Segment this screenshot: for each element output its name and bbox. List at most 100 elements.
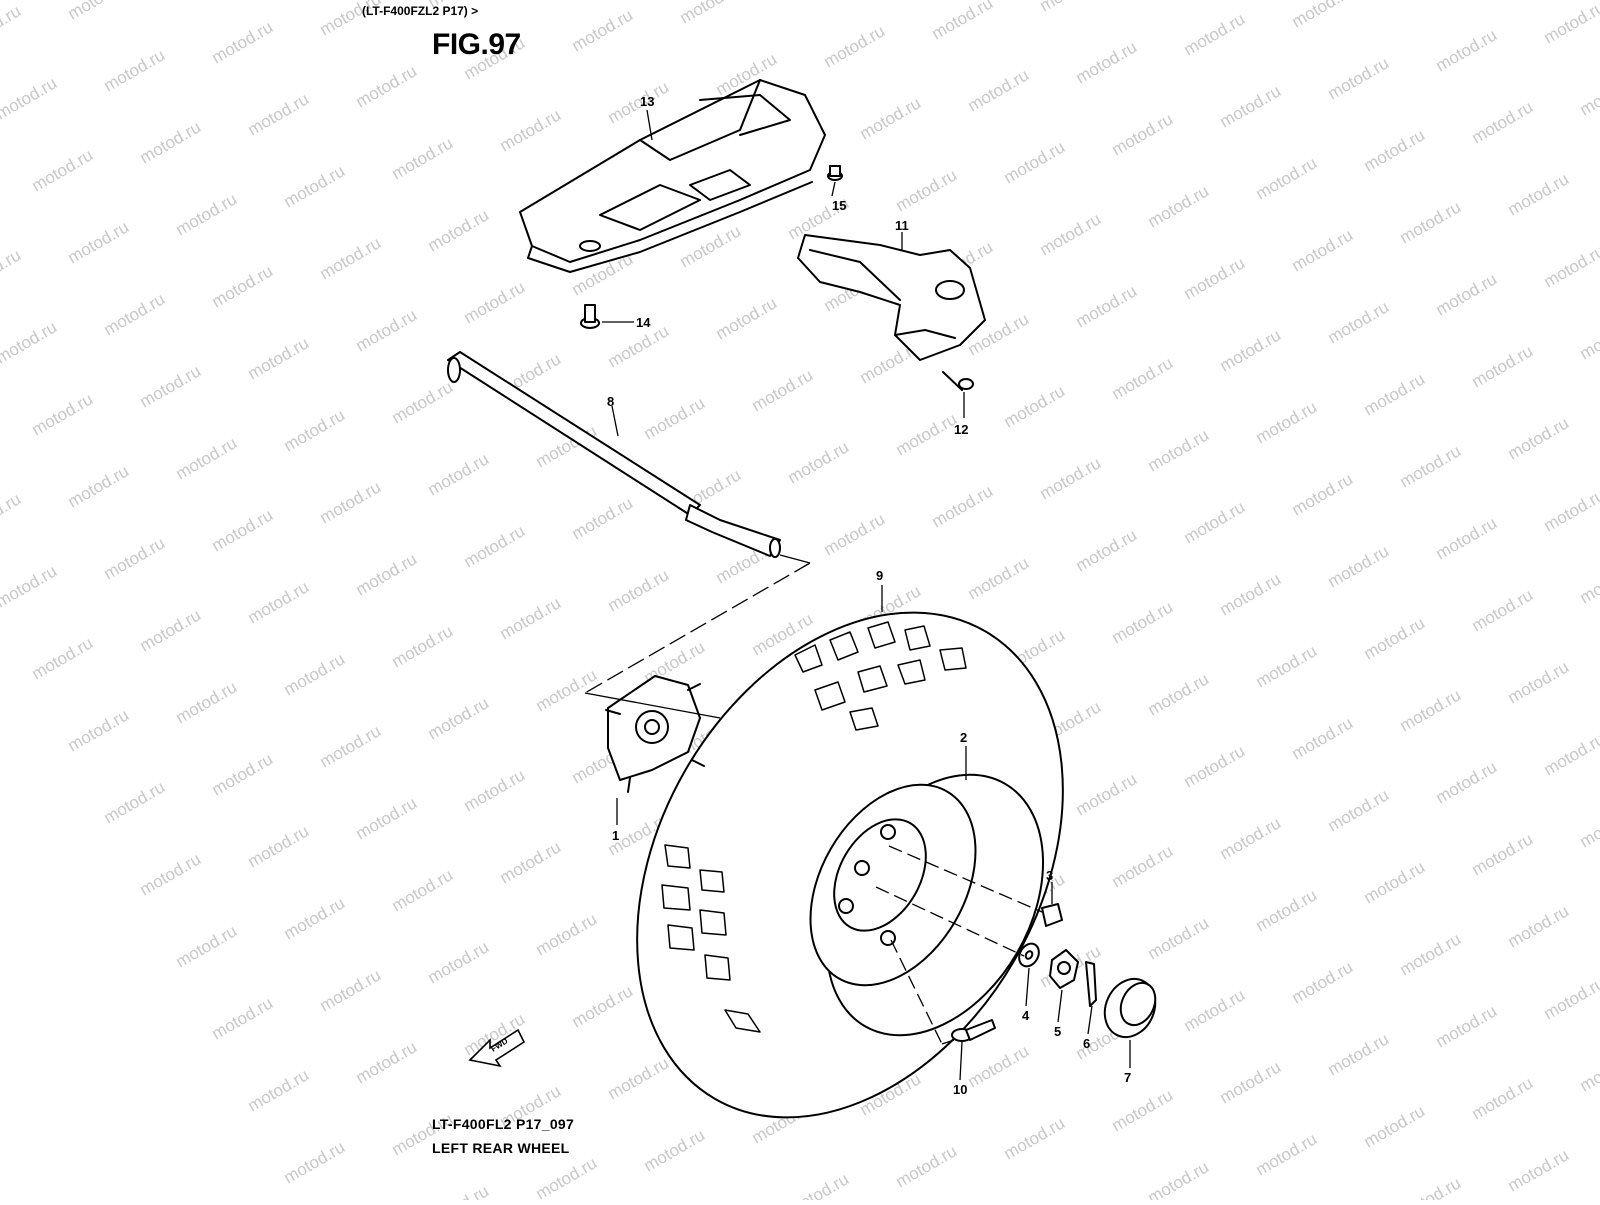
watermark-text: motod.ru xyxy=(1217,569,1285,619)
watermark-text: motod.ru xyxy=(1397,441,1465,491)
watermark-text: motod.ru xyxy=(353,793,421,843)
watermark-text: motod.ru xyxy=(1325,541,1393,591)
watermark-text: motod.ru xyxy=(1361,369,1429,419)
watermark-text: motod.ru xyxy=(1325,785,1393,835)
watermark-text: motod.ru xyxy=(425,693,493,743)
watermark-text: motod.ru xyxy=(389,377,457,427)
cotter-pin-part xyxy=(1086,962,1096,1006)
watermark-text: motod.ru xyxy=(1145,1157,1213,1200)
watermark-text: motod.ru xyxy=(1073,281,1141,331)
watermark-text: motod.ru xyxy=(1541,973,1600,1023)
watermark-text: motod.ru xyxy=(1289,713,1357,763)
watermark-text: motod.ru xyxy=(1505,657,1573,707)
callout-5: 5 xyxy=(1054,1024,1061,1039)
watermark-text: motod.ru xyxy=(1397,0,1465,3)
watermark-text: motod.ru xyxy=(1289,469,1357,519)
watermark-text: motod.ru xyxy=(1505,413,1573,463)
watermark-text: motod.ru xyxy=(1469,829,1537,879)
watermark-text: motod.ru xyxy=(1433,269,1501,319)
watermark-text: motod.ru xyxy=(317,477,385,527)
figure-title: FIG.97 xyxy=(432,28,521,62)
watermark-text: motod.ru xyxy=(0,73,60,123)
watermark-text: motod.ru xyxy=(461,765,529,815)
watermark-text: motod.ru xyxy=(1181,497,1249,547)
watermark-text: motod.ru xyxy=(281,161,349,211)
watermark-text: motod.ru xyxy=(1325,1029,1393,1079)
watermark-text: motod.ru xyxy=(137,117,205,167)
watermark-text: motod.ru xyxy=(1073,37,1141,87)
watermark-text: motod.ru xyxy=(281,405,349,455)
watermark-text: motod.ru xyxy=(1289,0,1357,31)
watermark-text: motod.ru xyxy=(0,317,60,367)
watermark-text: motod.ru xyxy=(965,553,1033,603)
watermark-text: motod.ru xyxy=(1037,209,1105,259)
watermark-text: motod.ru xyxy=(1109,109,1177,159)
watermark-text: motod.ru xyxy=(1469,585,1537,635)
watermark-text: motod.ru xyxy=(965,1041,1033,1091)
watermark-text: motod.ru xyxy=(281,893,349,943)
watermark-text: motod.ru xyxy=(1505,1145,1573,1195)
watermark-text: motod.ru xyxy=(1289,957,1357,1007)
watermark-text: motod.ru xyxy=(425,937,493,987)
watermark-text: motod.ru xyxy=(0,489,24,539)
watermark-text: motod.ru xyxy=(1361,125,1429,175)
skid-plate-part xyxy=(520,80,825,272)
watermark-text: motod.ru xyxy=(785,1169,853,1200)
watermark-text: motod.ru xyxy=(713,293,781,343)
watermark-text: motod.ru xyxy=(1325,297,1393,347)
watermark-text: motod.ru xyxy=(569,493,637,543)
watermark-text: motod.ru xyxy=(1397,1173,1465,1200)
watermark-text: motod.ru xyxy=(65,461,133,511)
watermark-text: motod.ru xyxy=(0,245,24,295)
watermark-text: motod.ru xyxy=(929,481,997,531)
watermark-text: motod.ru xyxy=(1253,641,1321,691)
watermark-text: motod.ru xyxy=(605,565,673,615)
watermark-text: motod.ru xyxy=(1073,769,1141,819)
watermark-text: motod.ru xyxy=(353,1037,421,1087)
watermark-text: motod.ru xyxy=(1397,929,1465,979)
watermark-text: motod.ru xyxy=(173,921,241,971)
watermark-text: motod.ru xyxy=(1145,425,1213,475)
watermark-text: motod.ru xyxy=(173,189,241,239)
watermark-text: motod.ru xyxy=(1433,25,1501,75)
watermark-text: motod.ru xyxy=(353,305,421,355)
watermark-text: motod.ru xyxy=(1361,613,1429,663)
watermark-text: motod.ru xyxy=(317,965,385,1015)
watermark-text: motod.ru xyxy=(209,17,277,67)
watermark-text: motod.ru xyxy=(965,65,1033,115)
watermark-text: motod.ru xyxy=(1469,341,1537,391)
watermark-text: motod.ru xyxy=(749,365,817,415)
watermark-text: motod.ru xyxy=(65,705,133,755)
model-reference: (LT-F400FZL2 P17) > xyxy=(362,4,478,18)
watermark-text: motod.ru xyxy=(137,849,205,899)
watermark-text: motod.ru xyxy=(209,261,277,311)
watermark-text: motod.ru xyxy=(533,1153,601,1200)
watermark-text: motod.ru xyxy=(389,133,457,183)
watermark-text: motod.ru xyxy=(1217,325,1285,375)
watermark-text: motod.ru xyxy=(1181,253,1249,303)
callout-2: 2 xyxy=(960,730,967,745)
callout-14: 14 xyxy=(636,315,651,330)
watermark-text: motod.ru xyxy=(317,233,385,283)
watermark-text: motod.ru xyxy=(461,521,529,571)
watermark-text: motod.ru xyxy=(569,981,637,1031)
watermark-text: motod.ru xyxy=(425,449,493,499)
watermark-text: motod.ru xyxy=(353,61,421,111)
bolt-15-part xyxy=(828,166,842,180)
watermark-text: motod.ru xyxy=(1469,97,1537,147)
callout-4: 4 xyxy=(1022,1008,1030,1023)
watermark-text: motod.ru xyxy=(1541,0,1600,47)
watermark-text: motod.ru xyxy=(1361,857,1429,907)
callout-3: 3 xyxy=(1046,868,1053,883)
watermark-text: motod.ru xyxy=(101,777,169,827)
watermark-text: motod.ru xyxy=(65,217,133,267)
watermark-text: motod.ru xyxy=(1109,597,1177,647)
watermark-text: motod.ru xyxy=(1577,1045,1600,1095)
watermark-text: motod.ru xyxy=(1433,757,1501,807)
axle-shaft-part xyxy=(448,352,780,557)
watermark-text: motod.ru xyxy=(1541,241,1600,291)
assembly-name: LEFT REAR WHEEL xyxy=(432,1140,570,1156)
callout-12: 12 xyxy=(954,422,968,437)
drawing-code: LT-F400FL2 P17_097 xyxy=(432,1116,574,1132)
